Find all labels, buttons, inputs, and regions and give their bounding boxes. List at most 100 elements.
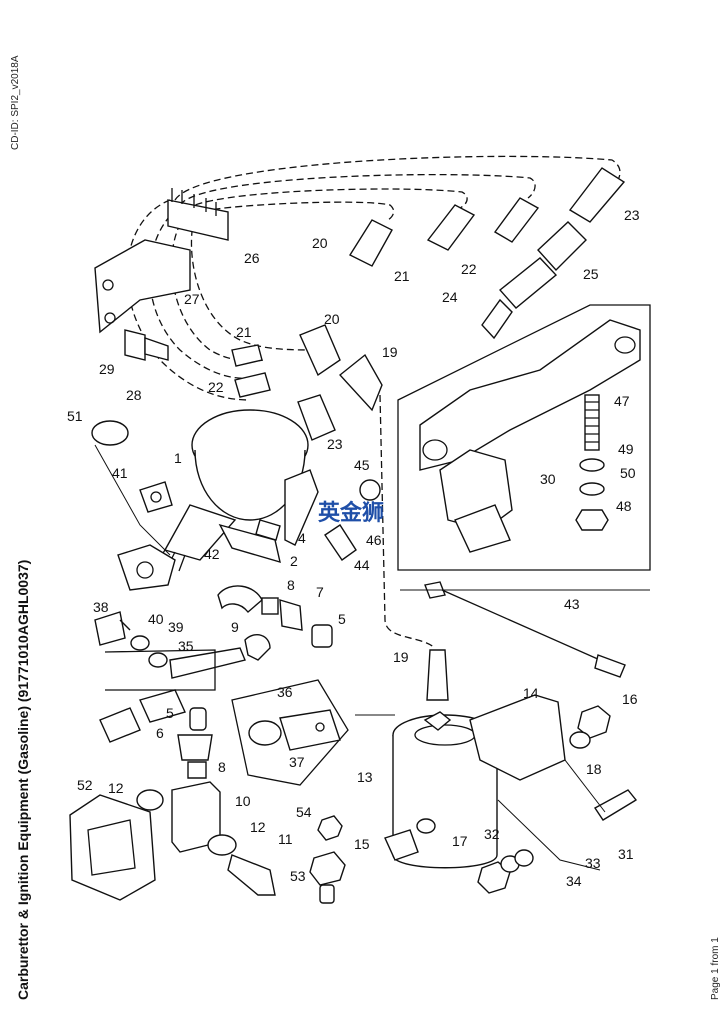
callout-c7: 7 (316, 584, 324, 600)
callout-c23a: 23 (624, 207, 640, 223)
callout-c5b: 5 (166, 705, 174, 721)
terminal-strip-26 (167, 188, 229, 241)
washer-34 (514, 849, 534, 867)
callout-c12b: 12 (250, 819, 266, 835)
stud-31 (593, 789, 638, 821)
callout-c49: 49 (618, 441, 634, 457)
gasket-41 (139, 481, 173, 513)
callout-c44: 44 (354, 557, 370, 573)
stud-47 (584, 394, 600, 451)
callout-c42: 42 (204, 546, 220, 562)
callout-c48: 48 (616, 498, 632, 514)
callout-c31: 31 (618, 846, 634, 862)
callout-c28: 28 (126, 387, 142, 403)
plug-connectors-top (348, 167, 626, 267)
stud-44 (324, 524, 357, 561)
valve-hose-35 (94, 611, 271, 743)
callout-c36: 36 (277, 684, 293, 700)
bolt-15 (384, 829, 419, 861)
callout-c51: 51 (67, 408, 83, 424)
lead-43 (424, 581, 626, 678)
callout-c22a: 22 (461, 261, 477, 277)
washer-49 (579, 458, 605, 472)
sleeve-5-lower (189, 707, 207, 731)
fittings-7-9 (217, 585, 303, 631)
callout-c33: 33 (585, 855, 601, 871)
callout-c19b: 19 (393, 649, 409, 665)
nipple-6 (177, 734, 213, 761)
callout-c47: 47 (614, 393, 630, 409)
callout-c24: 24 (442, 289, 458, 305)
callout-c12a: 12 (108, 780, 124, 796)
callout-c52: 52 (77, 777, 93, 793)
callout-c10: 10 (235, 793, 251, 809)
callout-c17: 17 (452, 833, 468, 849)
washer-12-lower (207, 834, 237, 856)
bolt-11 (227, 854, 276, 896)
callout-c41: 41 (112, 465, 128, 481)
callout-c39: 39 (168, 619, 184, 635)
callout-c21a: 21 (394, 268, 410, 284)
callout-c50: 50 (620, 465, 636, 481)
callout-c2: 2 (290, 553, 298, 569)
callout-c8a: 8 (287, 577, 295, 593)
callout-c54: 54 (296, 804, 312, 820)
callout-c11: 11 (278, 831, 293, 847)
callout-c27: 27 (184, 291, 200, 307)
callout-c40: 40 (148, 611, 164, 627)
callout-c53: 53 (290, 868, 306, 884)
gasket-51 (91, 420, 129, 446)
distributor-1 (154, 409, 309, 572)
nut-45 (359, 479, 381, 501)
callout-c43: 43 (564, 596, 580, 612)
callout-c35: 35 (178, 638, 194, 654)
washer-50 (579, 482, 605, 496)
nut-8-lower (187, 761, 207, 779)
callout-c25: 25 (583, 266, 599, 282)
page-indicator: Page 1 from 1 (710, 937, 721, 1000)
clamp-2-4 (218, 519, 281, 564)
nut-53 (309, 851, 346, 886)
callout-c21b: 21 (236, 324, 252, 340)
callout-c26: 26 (244, 250, 260, 266)
bracket-inset-36-37 (231, 679, 349, 786)
callout-c37: 37 (289, 754, 305, 770)
callout-c20a: 20 (312, 235, 328, 251)
coil-lead-dashed (379, 394, 436, 649)
callout-c5a: 5 (338, 611, 346, 627)
sleeve-53-lower (319, 884, 335, 904)
callout-c29: 29 (99, 361, 115, 377)
callout-c15: 15 (354, 836, 370, 852)
assembly-lines (94, 444, 650, 871)
callout-c30: 30 (540, 471, 556, 487)
diagram-title: Carburettor & Ignition Equipment (Gasoli… (15, 559, 31, 1000)
callout-c20b: 20 (324, 311, 340, 327)
bolt-28-29 (124, 329, 169, 361)
callout-c6: 6 (156, 725, 164, 741)
nut-48 (575, 509, 609, 531)
terminal-19 (426, 649, 449, 701)
washer-18 (569, 731, 591, 749)
callout-c23b: 23 (327, 436, 343, 452)
flange-42 (117, 544, 176, 591)
callout-c8b: 8 (218, 759, 226, 775)
callout-c4: 4 (298, 530, 306, 546)
carburettor-box (397, 304, 651, 571)
callout-c1: 1 (174, 450, 182, 466)
watermark: 英金狮 (318, 500, 384, 526)
callout-c18: 18 (586, 761, 602, 777)
nut-54 (317, 815, 343, 841)
callout-c46: 46 (366, 532, 382, 548)
callout-c16: 16 (622, 691, 638, 707)
cd-id-label: CD-ID: SPI2_v2018A (10, 55, 21, 151)
sleeve-5 (311, 624, 333, 648)
spark-plug-24 (481, 221, 587, 340)
bracket-27 (94, 239, 191, 334)
washer-12-upper (136, 789, 164, 811)
distributor-connectors (231, 324, 383, 441)
callout-c32: 32 (484, 826, 500, 842)
callout-c22b: 22 (208, 379, 224, 395)
screw-3 (284, 469, 319, 546)
callout-c14: 14 (523, 685, 539, 701)
